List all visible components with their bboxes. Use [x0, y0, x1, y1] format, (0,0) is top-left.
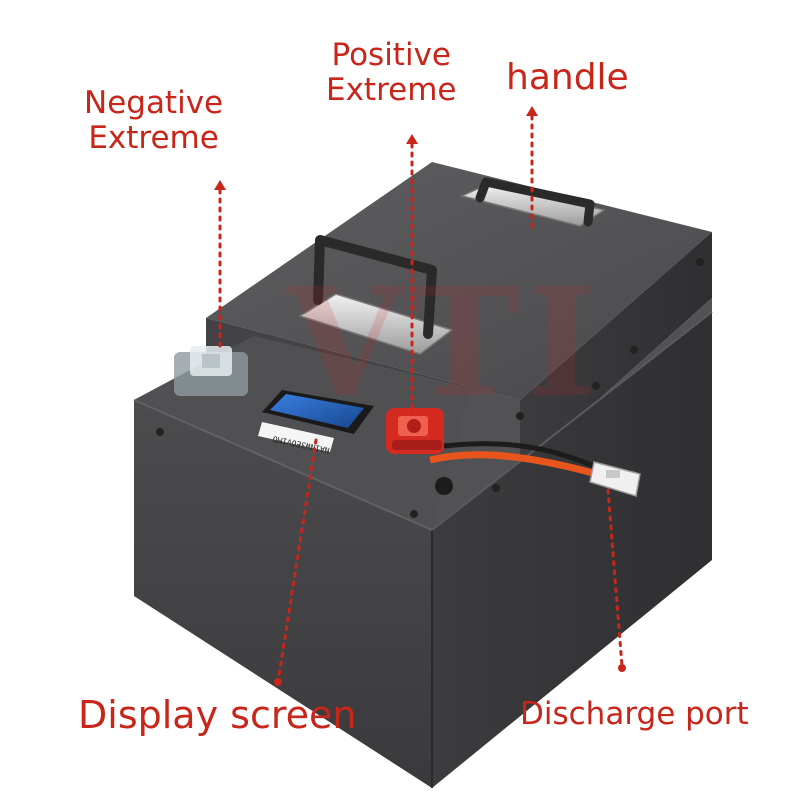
screw [696, 258, 704, 266]
handle-front [298, 235, 454, 355]
arrowhead-positive [406, 134, 418, 144]
discharge-cable [429, 441, 605, 495]
lower-case-front [134, 400, 432, 788]
label-positive-extreme: Positive Extreme [326, 37, 457, 108]
label-handle: handle [506, 57, 629, 98]
arrowhead-negative [214, 180, 226, 190]
dot-display [274, 678, 282, 686]
screw [492, 484, 500, 492]
screw [516, 412, 524, 420]
screw [592, 382, 600, 390]
leader-arrowheads [214, 106, 626, 686]
screw [410, 510, 418, 518]
screw [156, 428, 164, 436]
discharge-port [589, 461, 641, 497]
upper-case-side [520, 232, 712, 470]
positive-terminal [386, 408, 444, 454]
label-display-screen: Display screen [78, 693, 357, 737]
negative-terminal [174, 346, 248, 396]
lower-case-side [432, 312, 712, 788]
dot-discharge [618, 664, 626, 672]
label-negative-extreme: Negative Extreme [84, 85, 224, 156]
screw [630, 346, 638, 354]
watermark: VTI [286, 255, 603, 431]
leader-lines [218, 114, 624, 684]
leader-discharge [606, 488, 624, 668]
label-discharge-port: Discharge port [520, 696, 749, 732]
arrowhead-handle [526, 106, 538, 116]
